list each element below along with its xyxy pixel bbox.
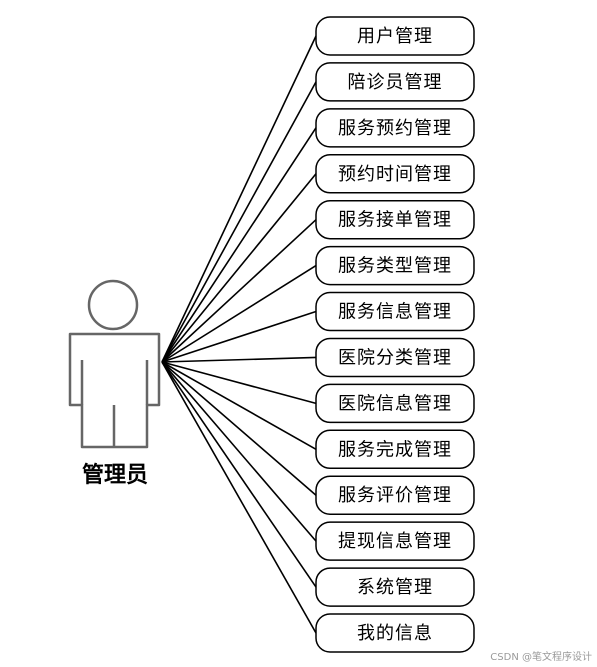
use-case-label: 用户管理 xyxy=(357,26,433,47)
use-case: 服务完成管理 xyxy=(315,429,475,470)
use-case: 医院分类管理 xyxy=(315,337,475,378)
use-case: 预约时间管理 xyxy=(315,154,475,194)
use-case-box xyxy=(315,154,475,194)
association-line xyxy=(161,35,317,363)
association-line xyxy=(161,173,317,363)
use-case: 我的信息 xyxy=(315,613,475,653)
use-case-box xyxy=(315,567,475,607)
use-case-label: 预约时间管理 xyxy=(338,164,452,185)
association-line xyxy=(161,361,317,634)
use-case-box xyxy=(315,475,475,515)
watermark: CSDN @笔文程序设计 xyxy=(490,650,592,663)
use-case-label: 医院分类管理 xyxy=(338,347,452,368)
use-case: 服务预约管理 xyxy=(315,108,475,148)
use-case-label: 服务预约管理 xyxy=(338,118,452,139)
use-case-box xyxy=(315,521,475,561)
association-line xyxy=(161,361,317,496)
use-case-label: 服务类型管理 xyxy=(338,256,452,277)
use-case: 服务评价管理 xyxy=(315,475,475,515)
association-line xyxy=(161,361,317,542)
use-case: 用户管理 xyxy=(315,16,475,56)
use-case: 陪诊员管理 xyxy=(315,62,475,102)
use-case-label: 服务接单管理 xyxy=(338,210,452,231)
use-case: 服务接单管理 xyxy=(315,199,475,240)
use-case-label: 服务信息管理 xyxy=(338,302,452,323)
association-line xyxy=(161,264,317,363)
use-case-label: 系统管理 xyxy=(357,577,433,598)
use-case-label: 医院信息管理 xyxy=(338,393,452,414)
association-line xyxy=(161,361,317,451)
actor-admin: 管理员 xyxy=(68,279,161,488)
use-case-list: 用户管理陪诊员管理服务预约管理预约时间管理服务接单管理服务类型管理服务信息管理医… xyxy=(315,16,475,653)
use-case-box xyxy=(315,245,475,286)
use-case: 提现信息管理 xyxy=(315,521,475,561)
use-case-label: 服务评价管理 xyxy=(338,485,452,506)
use-case-box xyxy=(315,16,475,56)
association-line xyxy=(161,356,317,363)
use-case: 系统管理 xyxy=(315,567,475,607)
use-case-label: 我的信息 xyxy=(357,623,433,644)
use-case-box xyxy=(315,199,475,240)
actor-head xyxy=(87,279,139,331)
association-line xyxy=(161,127,317,363)
association-line xyxy=(161,310,317,363)
use-case: 医院信息管理 xyxy=(315,383,475,424)
association-line xyxy=(161,81,317,363)
association-line xyxy=(161,361,317,588)
use-case-box xyxy=(315,62,475,102)
association-line xyxy=(161,219,317,363)
use-case: 服务信息管理 xyxy=(315,291,475,332)
use-case-box xyxy=(315,613,475,653)
use-case-box xyxy=(315,108,475,148)
use-case-box xyxy=(315,383,475,424)
actor-label: 管理员 xyxy=(82,462,148,488)
use-case-box xyxy=(315,429,475,470)
use-case-box xyxy=(315,291,475,332)
use-case-label: 服务完成管理 xyxy=(338,439,452,460)
use-case: 服务类型管理 xyxy=(315,245,475,286)
use-case-label: 陪诊员管理 xyxy=(348,72,443,93)
association-line xyxy=(161,361,317,405)
use-case-label: 提现信息管理 xyxy=(338,531,452,552)
association-lines xyxy=(161,35,317,634)
use-case-box xyxy=(315,337,475,378)
